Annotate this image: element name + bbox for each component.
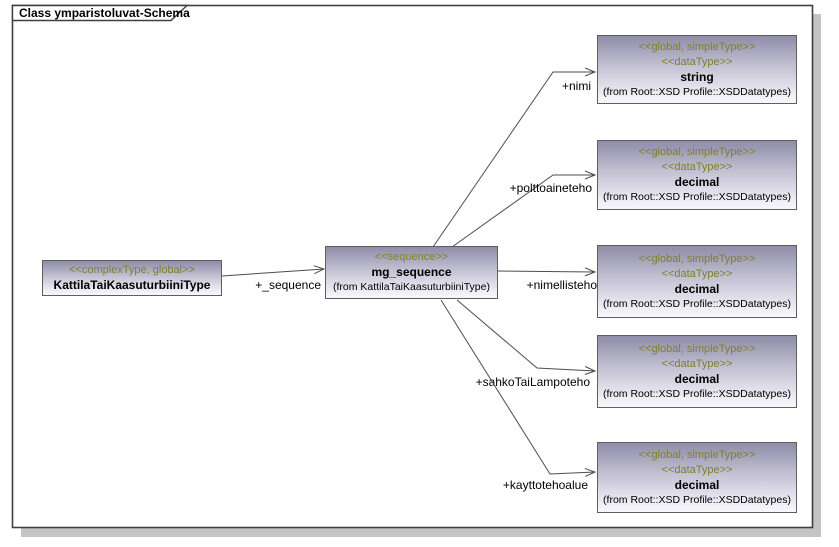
edge-label-nimellisteho: +nimellisteho <box>527 278 598 292</box>
node-name: mg_sequence <box>371 265 452 279</box>
node-stereotype: <<sequence>> <box>374 251 449 263</box>
node-stereotype: <<global, simpleType>> <box>638 448 756 461</box>
node-name: string <box>680 69 714 84</box>
node-from: (from Root::XSD Profile::XSDDatatypes) <box>603 191 791 203</box>
edge-sahkoTaiLampoteho[interactable]: +sahkoTaiLampoteho <box>456 299 597 389</box>
node-mg-sequence[interactable]: <<sequence>> mg_sequence (from KattilaTa… <box>325 246 498 299</box>
node-datatype-decimal-polttoaineteho[interactable]: <<global, simpleType>> <<dataType>> deci… <box>597 140 797 210</box>
frame-title: Class ymparistoluvat-Schema <box>19 6 190 20</box>
edge-nimellisteho[interactable]: +nimellisteho <box>497 267 598 292</box>
edge-label-sequence: +_sequence <box>255 278 321 292</box>
node-stereotype: <<dataType>> <box>661 357 733 370</box>
node-name: KattilaTaiKaasuturbiiniType <box>53 278 211 292</box>
node-stereotype: <<dataType>> <box>661 463 733 476</box>
node-from: (from KattilaTaiKaasuturbiiniType) <box>333 281 490 293</box>
node-stereotype: <<global, simpleType>> <box>638 252 756 265</box>
edge-sequence[interactable]: +_sequence <box>221 265 326 292</box>
node-kattilataikaasuturbiinitype[interactable]: <<complexType, global>> KattilaTaiKaasut… <box>42 260 222 296</box>
node-stereotype: <<global, simpleType>> <box>638 342 756 355</box>
edge-label-nimi: +nimi <box>562 79 591 93</box>
node-stereotype: <<global, simpleType>> <box>638 146 756 158</box>
node-from: (from Root::XSD Profile::XSDDatatypes) <box>603 493 791 506</box>
node-stereotype: <<dataType>> <box>661 161 733 173</box>
node-name: decimal <box>674 371 720 386</box>
edge-polttoaineteho[interactable]: +polttoaineteho <box>451 170 597 248</box>
node-stereotype: <<complexType, global>> <box>69 264 195 276</box>
frame-title-tab <box>11 4 189 22</box>
node-stereotype: <<dataType>> <box>661 55 733 68</box>
edge-nimi[interactable]: +nimi <box>432 67 597 248</box>
node-stereotype: <<dataType>> <box>661 267 733 280</box>
edge-kayttotehoalue[interactable]: +kayttotehoalue <box>440 299 597 492</box>
node-name: decimal <box>674 175 720 189</box>
node-datatype-decimal-sahkotailampoteho[interactable]: <<global, simpleType>> <<dataType>> deci… <box>597 335 797 408</box>
node-from: (from Root::XSD Profile::XSDDatatypes) <box>603 297 791 310</box>
edge-label-polttoaineteho: +polttoaineteho <box>510 181 593 195</box>
node-name: decimal <box>674 281 720 296</box>
node-datatype-decimal-nimellisteho[interactable]: <<global, simpleType>> <<dataType>> deci… <box>597 245 797 318</box>
node-stereotype: <<global, simpleType>> <box>638 40 756 53</box>
node-datatype-decimal-kayttotehoalue[interactable]: <<global, simpleType>> <<dataType>> deci… <box>597 442 797 513</box>
node-name: decimal <box>674 477 720 492</box>
node-datatype-string[interactable]: <<global, simpleType>> <<dataType>> stri… <box>597 35 797 104</box>
node-from: (from Root::XSD Profile::XSDDatatypes) <box>603 85 791 98</box>
edge-label-sahkoTaiLampoteho: +sahkoTaiLampoteho <box>476 375 591 389</box>
edge-label-kayttotehoalue: +kayttotehoalue <box>503 478 588 492</box>
node-from: (from Root::XSD Profile::XSDDatatypes) <box>603 387 791 400</box>
